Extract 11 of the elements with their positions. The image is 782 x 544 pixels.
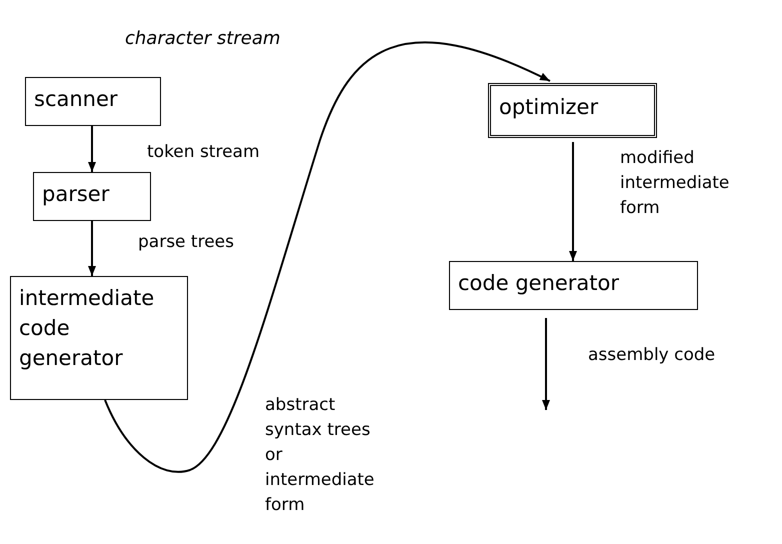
arrow: [542, 318, 550, 410]
process-box: code generator: [449, 261, 698, 310]
process-box: scanner: [25, 77, 161, 126]
stream-label: character stream: [125, 28, 280, 49]
process-box: intermediate code generator: [10, 276, 188, 400]
arrow: [88, 221, 96, 276]
arrow: [88, 126, 96, 172]
process-box: parser: [33, 172, 151, 221]
arrow: [569, 142, 577, 261]
process-box: optimizer: [488, 83, 657, 138]
arrow: [104, 42, 550, 473]
